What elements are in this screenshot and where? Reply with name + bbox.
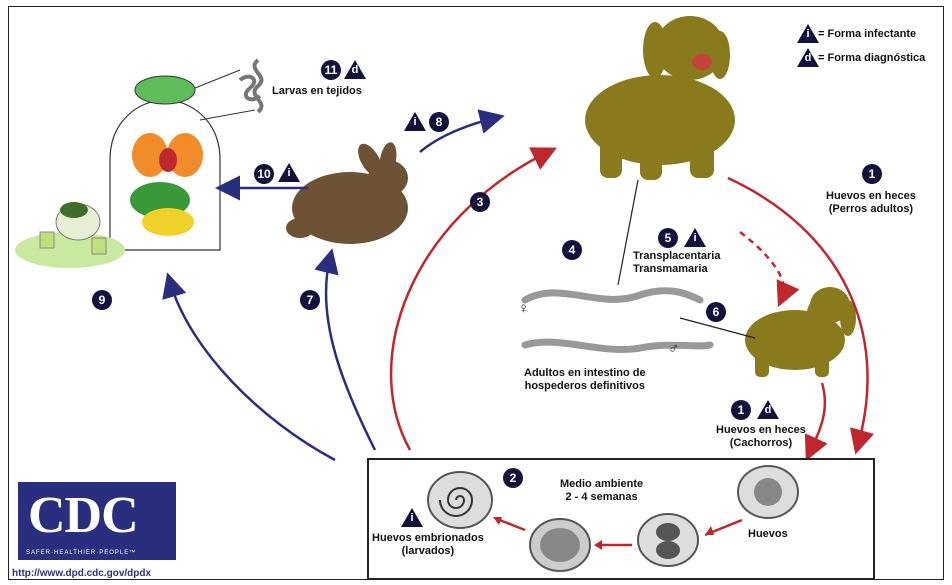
step-10-badge: 10 [254, 164, 274, 184]
transmission-route-label: Transplacentaria Transmamaria [633, 250, 720, 276]
source-url: http://www.dpd.cdc.gov/dpdx [12, 568, 151, 579]
step-5-badge: 5 [658, 228, 678, 248]
rabbit-illustration [286, 140, 408, 244]
larvae-tissues-label: Larvas en tejidos [272, 85, 362, 98]
step-9-badge: 9 [92, 290, 112, 310]
legend-diagnostic-triangle: d [797, 48, 819, 67]
eggs-label: Huevos [748, 528, 788, 541]
step-11-diagnostic-triangle: d [344, 60, 366, 79]
embryonated-eggs-label: Huevos embrionados (larvados) [372, 532, 484, 558]
step-6-badge: 6 [706, 302, 726, 322]
step-8-badge: 8 [429, 112, 449, 132]
eggs-feces-adults-label: Huevos en heces (Perros adultos) [826, 190, 916, 216]
eggs-feces-puppies-label: Huevos en heces (Cachorros) [716, 424, 806, 450]
legend-infective-label: = Forma infectante [818, 28, 916, 41]
legend-diagnostic-label: = Forma diagnóstica [818, 52, 925, 65]
environment-label: Medio ambiente 2 - 4 semanas [560, 478, 643, 504]
legend-infective-triangle: i [797, 24, 819, 43]
step-4-badge: 4 [562, 240, 582, 260]
child-playing-illustration [15, 202, 125, 268]
step-11-badge: 11 [321, 60, 341, 80]
cdc-logo-tagline: SAFER·HEALTHIER·PEOPLE™ [26, 550, 136, 556]
arrow-dog-to-puppy [740, 232, 784, 298]
arrow-eggs-to-rabbit [326, 258, 375, 450]
embryonated-egg-infective-triangle: i [401, 508, 423, 527]
male-symbol: ♂ [668, 342, 679, 355]
step-7-badge: 7 [300, 290, 320, 310]
female-symbol: ♀ [518, 302, 529, 315]
tissue-larvae-illustration [240, 60, 261, 112]
human-body-illustration [110, 76, 220, 250]
cdc-logo-letters: CDC [28, 486, 138, 545]
step-5-infective-triangle: i [684, 228, 706, 247]
arrow-puppy-to-environment [810, 383, 825, 452]
cdc-logo: CDC SAFER·HEALTHIER·PEOPLE™ [18, 482, 176, 560]
step-3-badge: 3 [470, 192, 490, 212]
step-1-badge: 1 [862, 164, 882, 184]
step-10-infective-triangle: i [278, 163, 300, 182]
step-2-badge: 2 [503, 468, 523, 488]
step-8-infective-triangle: i [404, 112, 426, 131]
step-1-puppies-badge: 1 [731, 400, 751, 420]
step-1-puppies-diagnostic-triangle: d [757, 400, 779, 419]
adult-dog-illustration [585, 16, 735, 180]
adults-intestine-label: Adultos en intestino de hospederos defin… [524, 367, 646, 393]
environment-box [367, 458, 875, 580]
adult-worms-illustration [525, 291, 710, 350]
puppy-illustration [745, 287, 856, 377]
